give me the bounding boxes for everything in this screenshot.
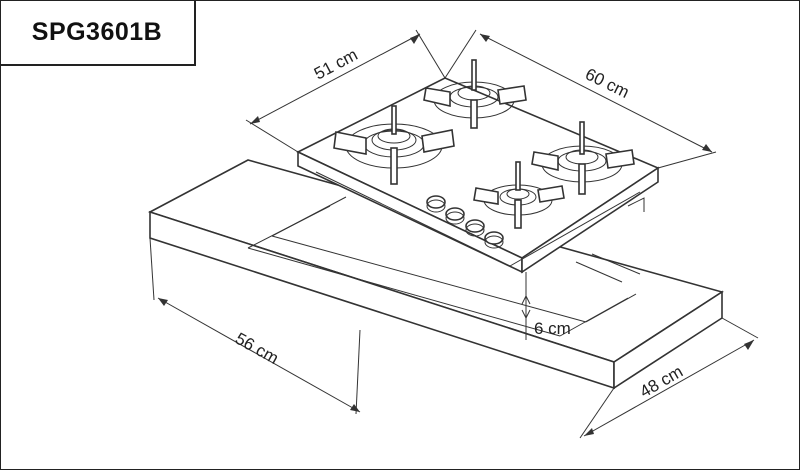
burner-icon [333, 105, 455, 185]
knob-icon [426, 195, 446, 213]
dimension-line-hob-height: 6 cm [521, 272, 571, 340]
knob-icon [484, 231, 504, 249]
model-name: SPG3601B [31, 17, 163, 46]
knob-icon [445, 207, 465, 225]
knob-icon [465, 219, 485, 237]
burner-icon [473, 161, 565, 229]
hob-width-label: 60 cm [582, 65, 632, 102]
gas-hob-icon [296, 77, 660, 274]
countertop-cutout-icon [147, 159, 724, 390]
cutout-width-label: 56 cm [232, 329, 282, 368]
hob-height-label: 6 cm [534, 319, 571, 338]
model-label-box: SPG3601B [0, 0, 196, 66]
hob-depth-label: 51 cm [311, 45, 361, 84]
burner-icon [531, 121, 635, 195]
burner-icon [423, 59, 527, 129]
